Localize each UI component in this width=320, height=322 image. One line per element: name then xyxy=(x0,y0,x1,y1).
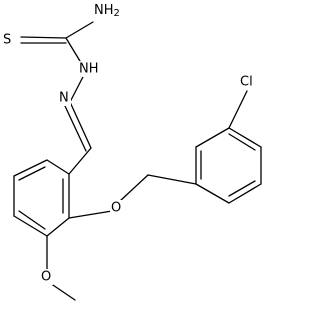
molecule-diagram: NH2 S NH N O O Cl xyxy=(2,2,262,301)
cl-label-bg xyxy=(238,74,258,90)
bond-n-ch-a xyxy=(69,101,92,149)
bond-ring2-c5-c6 xyxy=(228,183,262,204)
atom-o-ether-label: O xyxy=(111,201,121,216)
o-ether-label-bg xyxy=(110,200,123,216)
bond-ch-c1 xyxy=(68,147,92,175)
bond-ring2-c5-c6-inner xyxy=(228,180,256,197)
atom-cl-label: Cl xyxy=(240,75,253,90)
n-label-bg xyxy=(58,90,71,106)
bond-ring1-c1-c2 xyxy=(46,159,70,175)
s-label-bg xyxy=(2,32,14,48)
bond-c-nh2 xyxy=(65,21,94,39)
bond-ring1-c2-c3 xyxy=(13,159,48,177)
bond-ring2-c3-c4-inner xyxy=(228,133,256,151)
atom-n-label: N xyxy=(59,91,69,106)
bond-ring2-c3-c4 xyxy=(228,127,262,148)
nh-label-bg xyxy=(77,61,99,77)
bond-n-ch-b xyxy=(64,105,87,152)
atom-s-label: S xyxy=(3,33,11,48)
atom-nh-label: NH xyxy=(79,62,99,77)
bond-ring1-c4-c5 xyxy=(13,215,48,237)
nh2-label-bg xyxy=(91,2,117,18)
bond-ring1-c2-c3-inner xyxy=(18,166,46,181)
bond-ch2-c1 xyxy=(147,174,197,185)
bond-ring1-c5-c6 xyxy=(46,217,70,237)
o-methoxy-label-bg xyxy=(40,269,53,285)
bond-ring2-cl xyxy=(228,90,248,129)
bond-ring2-c6-c1 xyxy=(195,183,230,204)
bond-ring1-c4-c5-inner xyxy=(18,210,46,230)
atom-nh2-label: NH2 xyxy=(94,3,120,20)
bond-o-ch2 xyxy=(119,174,149,202)
structure-canvas: NH2 S NH N O O Cl xyxy=(2,2,262,301)
bond-ring2-c2-c3 xyxy=(195,127,230,148)
bond-c-s-a xyxy=(20,36,67,39)
atom-o-methoxy-label: O xyxy=(41,270,51,285)
bond-ring-o-ether xyxy=(68,210,113,219)
